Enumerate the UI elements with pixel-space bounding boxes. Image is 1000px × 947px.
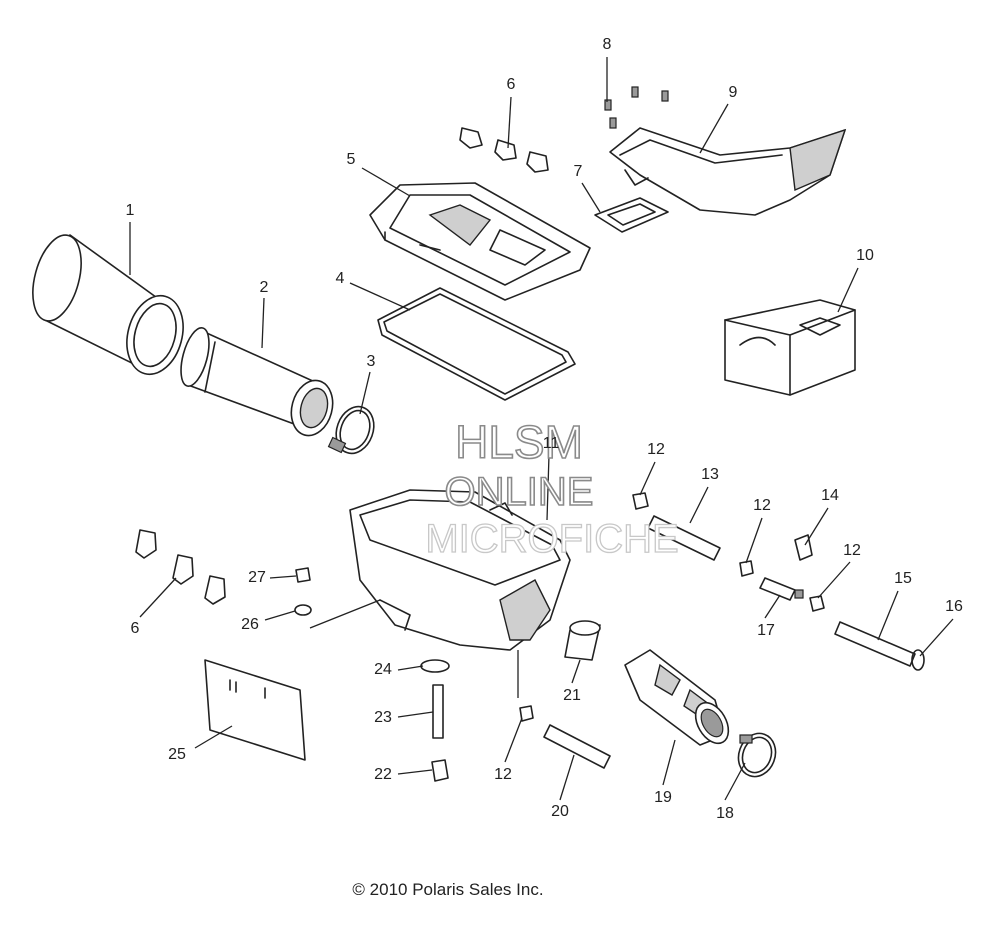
part-21-ring: [564, 620, 601, 661]
callout-6-left: 6: [131, 620, 140, 637]
callout-27: 27: [248, 569, 266, 586]
callout-1: 1: [126, 202, 135, 219]
callout-9: 9: [729, 84, 738, 101]
part-24-clamp: [420, 659, 450, 673]
leader-lines: [129, 57, 954, 801]
part-17-valve: [759, 577, 804, 601]
callout-12-d: 12: [494, 766, 512, 783]
callout-10: 10: [856, 247, 874, 264]
callout-23: 23: [374, 709, 392, 726]
part-6-clips-left: [135, 529, 226, 605]
part-5-airbox-cover: [369, 182, 591, 301]
callout-7: 7: [574, 163, 583, 180]
callout-18: 18: [716, 805, 734, 822]
callout-5: 5: [347, 151, 356, 168]
part-26-washer: [294, 604, 312, 616]
callout-13: 13: [701, 466, 719, 483]
watermark-line-2: ONLINE: [445, 470, 594, 514]
callout-12-c: 12: [843, 542, 861, 559]
part-4-gasket: [377, 287, 576, 401]
part-2-air-filter: [180, 327, 334, 437]
callout-26: 26: [241, 616, 259, 633]
callout-2: 2: [260, 279, 269, 296]
copyright-notice: © 2010 Polaris Sales Inc.: [352, 880, 543, 899]
callout-21: 21: [563, 687, 581, 704]
part-25-plate: [204, 659, 306, 761]
callout-4: 4: [336, 270, 345, 287]
part-10-foam-block: [724, 299, 856, 396]
part-16-clip: [911, 649, 925, 671]
part-20-tube: [543, 724, 611, 769]
callout-11: 11: [543, 435, 560, 452]
part-15-tube: [834, 621, 916, 667]
callout-labels: 1 2 3 4 5 6 6 7 8 9 10 11 12 12 12 12 13…: [126, 36, 963, 822]
part-11-airbox-base: [349, 489, 571, 651]
part-8-screws: [604, 86, 669, 129]
callout-17: 17: [757, 622, 775, 639]
callout-3: 3: [367, 353, 376, 370]
callout-16: 16: [945, 598, 963, 615]
callout-8: 8: [603, 36, 612, 53]
part-22-fitting: [431, 759, 449, 782]
callout-12-a: 12: [647, 441, 665, 458]
callout-25: 25: [168, 746, 186, 763]
callout-22: 22: [374, 766, 392, 783]
part-13-tube: [647, 515, 721, 561]
part-3-clamp: [327, 405, 375, 455]
part-27-bolt: [295, 567, 311, 583]
watermark-line-3: MICROFICHE: [425, 517, 678, 561]
callout-6-top: 6: [507, 76, 516, 93]
callout-15: 15: [894, 570, 912, 587]
callout-12-b: 12: [753, 497, 771, 514]
callout-14: 14: [821, 487, 839, 504]
watermark-line-1: HLSM: [455, 416, 583, 468]
part-1-prefilter: [32, 234, 184, 376]
part-9-intake-duct: [609, 127, 847, 216]
watermark: HLSM ONLINE MICROFICHE: [425, 415, 680, 561]
part-7-plate: [594, 197, 669, 233]
part-19-intake-boot: [624, 649, 730, 746]
part-23-drain-hose: [432, 684, 444, 739]
part-6-clips-top: [459, 127, 549, 173]
callout-19: 19: [654, 789, 672, 806]
callout-20: 20: [551, 803, 569, 820]
callout-24: 24: [374, 661, 392, 678]
part-18-clamp: [737, 732, 777, 778]
